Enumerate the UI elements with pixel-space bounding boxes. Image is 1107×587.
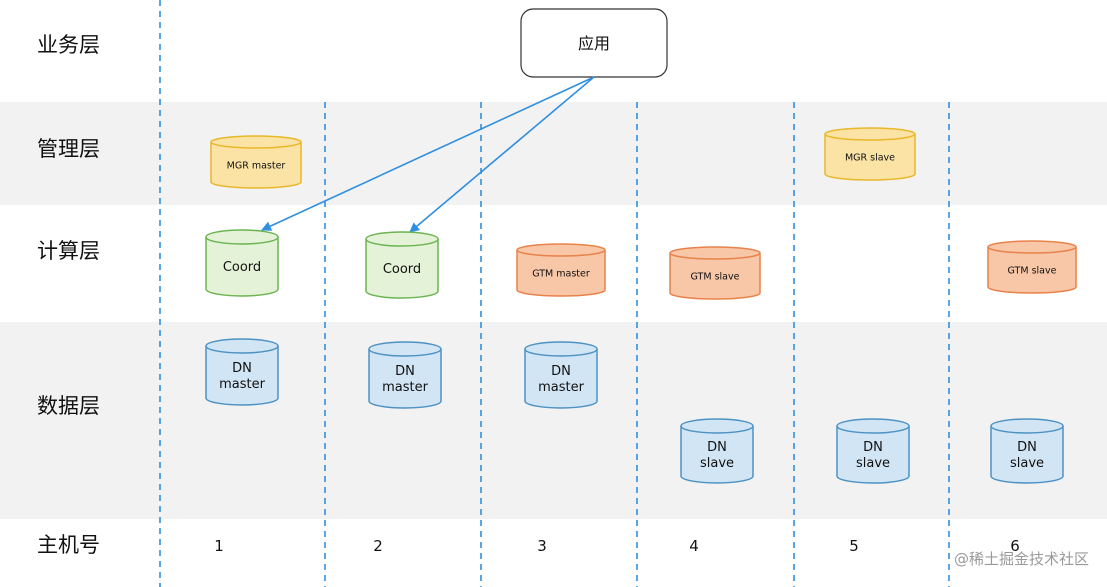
layer-label-management: 管理层 — [37, 137, 100, 161]
cylinder-body — [987, 247, 1077, 294]
host-number-4: 4 — [689, 537, 699, 555]
cylinder-body — [680, 426, 754, 484]
cylinder-body — [990, 426, 1064, 484]
component-mgr-master: MGR master — [210, 135, 302, 189]
cylinder-body — [524, 349, 598, 409]
component-coord-1: Coord — [205, 229, 279, 297]
cylinder-top — [210, 135, 302, 149]
component-label: DN — [707, 440, 727, 455]
cylinder-top — [836, 418, 910, 434]
cylinder-top — [368, 341, 442, 357]
host-number-3: 3 — [537, 537, 547, 555]
cylinder-body — [836, 426, 910, 484]
component-label: DN — [551, 364, 571, 379]
component-label: slave — [700, 456, 734, 471]
component-gtm-slave-6: GTM slave — [987, 240, 1077, 294]
cylinder-body — [210, 142, 302, 189]
component-label: master — [538, 380, 584, 395]
layer-label-business: 业务层 — [37, 33, 100, 57]
host-number-6: 6 — [1010, 537, 1020, 555]
component-mgr-slave: MGR slave — [824, 127, 916, 181]
component-label: GTM slave — [691, 271, 740, 282]
cylinder-top — [205, 229, 279, 245]
cylinder-body — [368, 349, 442, 409]
arrow-app-to-coord-2 — [409, 76, 595, 233]
cylinder-top — [680, 418, 754, 434]
app-box: 应用 — [520, 8, 668, 78]
watermark: @稀土掘金技术社区 — [954, 550, 1089, 568]
component-label: GTM slave — [1008, 265, 1057, 276]
cylinder-top — [516, 243, 606, 257]
component-label: GTM master — [532, 268, 590, 279]
component-label: Coord — [223, 260, 261, 275]
host-number-1: 1 — [214, 537, 224, 555]
component-label: DN — [395, 364, 415, 379]
cylinder-body — [205, 237, 279, 297]
host-numbers: 1 2 3 4 5 6 — [214, 537, 1020, 555]
layer-label-data: 数据层 — [37, 394, 100, 418]
layer-label-host: 主机号 — [37, 533, 100, 557]
component-label: Coord — [383, 262, 421, 277]
column-dividers — [159, 0, 950, 587]
component-label: DN — [863, 440, 883, 455]
cylinder-top — [205, 338, 279, 354]
component-label: slave — [1010, 456, 1044, 471]
component-label: DN — [232, 361, 252, 376]
component-label: master — [219, 377, 265, 392]
component-gtm-master: GTM master — [516, 243, 606, 297]
layer-label-compute: 计算层 — [37, 239, 100, 263]
component-gtm-slave-4: GTM slave — [669, 246, 761, 300]
cylinder-body — [205, 346, 279, 406]
cylinder-body — [516, 250, 606, 297]
component-coord-2: Coord — [365, 231, 439, 299]
component-label: DN — [1017, 440, 1037, 455]
cylinder-top — [987, 240, 1077, 254]
component-label: MGR master — [227, 160, 286, 171]
component-label: master — [382, 380, 428, 395]
cylinder-body — [365, 239, 439, 299]
cylinder-top — [990, 418, 1064, 434]
component-label: MGR slave — [845, 152, 895, 163]
cylinder-body — [669, 253, 761, 300]
cylinder-top — [365, 231, 439, 247]
connections — [261, 76, 595, 233]
cylinder-top — [524, 341, 598, 357]
cylinder-body — [824, 134, 916, 181]
app-box-label: 应用 — [578, 34, 610, 53]
component-label: slave — [856, 456, 890, 471]
cylinder-top — [824, 127, 916, 141]
cylinder-top — [669, 246, 761, 260]
host-number-2: 2 — [373, 537, 383, 555]
band-management — [0, 102, 1107, 205]
arrow-app-to-coord-1 — [261, 76, 595, 231]
host-number-5: 5 — [849, 537, 859, 555]
